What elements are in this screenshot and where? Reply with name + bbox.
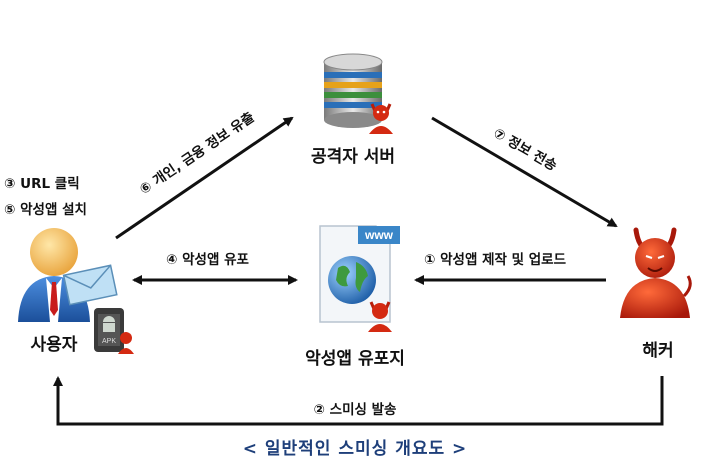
arrow-smishing <box>53 376 664 426</box>
attacker-server-label: 공격자 서버 <box>310 147 396 167</box>
devil-icon <box>366 296 394 332</box>
envelope-icon <box>62 262 118 306</box>
step-3-label: ③ URL 클릭 <box>4 176 80 192</box>
www-badge: www <box>364 228 394 242</box>
user-label: 사용자 <box>30 335 78 355</box>
arrow-info-transfer <box>431 116 618 228</box>
android-phone-icon: APK <box>92 306 136 354</box>
step-5-label: ⑤ 악성앱 설치 <box>4 202 87 218</box>
apk-badge: APK <box>102 338 116 345</box>
database-server-icon <box>318 52 388 132</box>
step-4-label: ④ 악성앱 유포 <box>166 252 249 268</box>
arrow-info-leak <box>115 116 294 240</box>
step-1-label: ① 악성앱 제작 및 업로드 <box>424 252 567 268</box>
hacker-label: 해커 <box>642 341 674 361</box>
hacker-devil-icon <box>614 226 696 318</box>
devil-icon <box>366 98 396 134</box>
step-2-label: ② 스미싱 발송 <box>313 402 397 418</box>
malware-site-label: 악성앱 유포지 <box>305 349 405 369</box>
web-page-globe-icon: www <box>314 222 404 326</box>
diagram-caption: < 일반적인 스미싱 개요도 > <box>242 439 468 459</box>
